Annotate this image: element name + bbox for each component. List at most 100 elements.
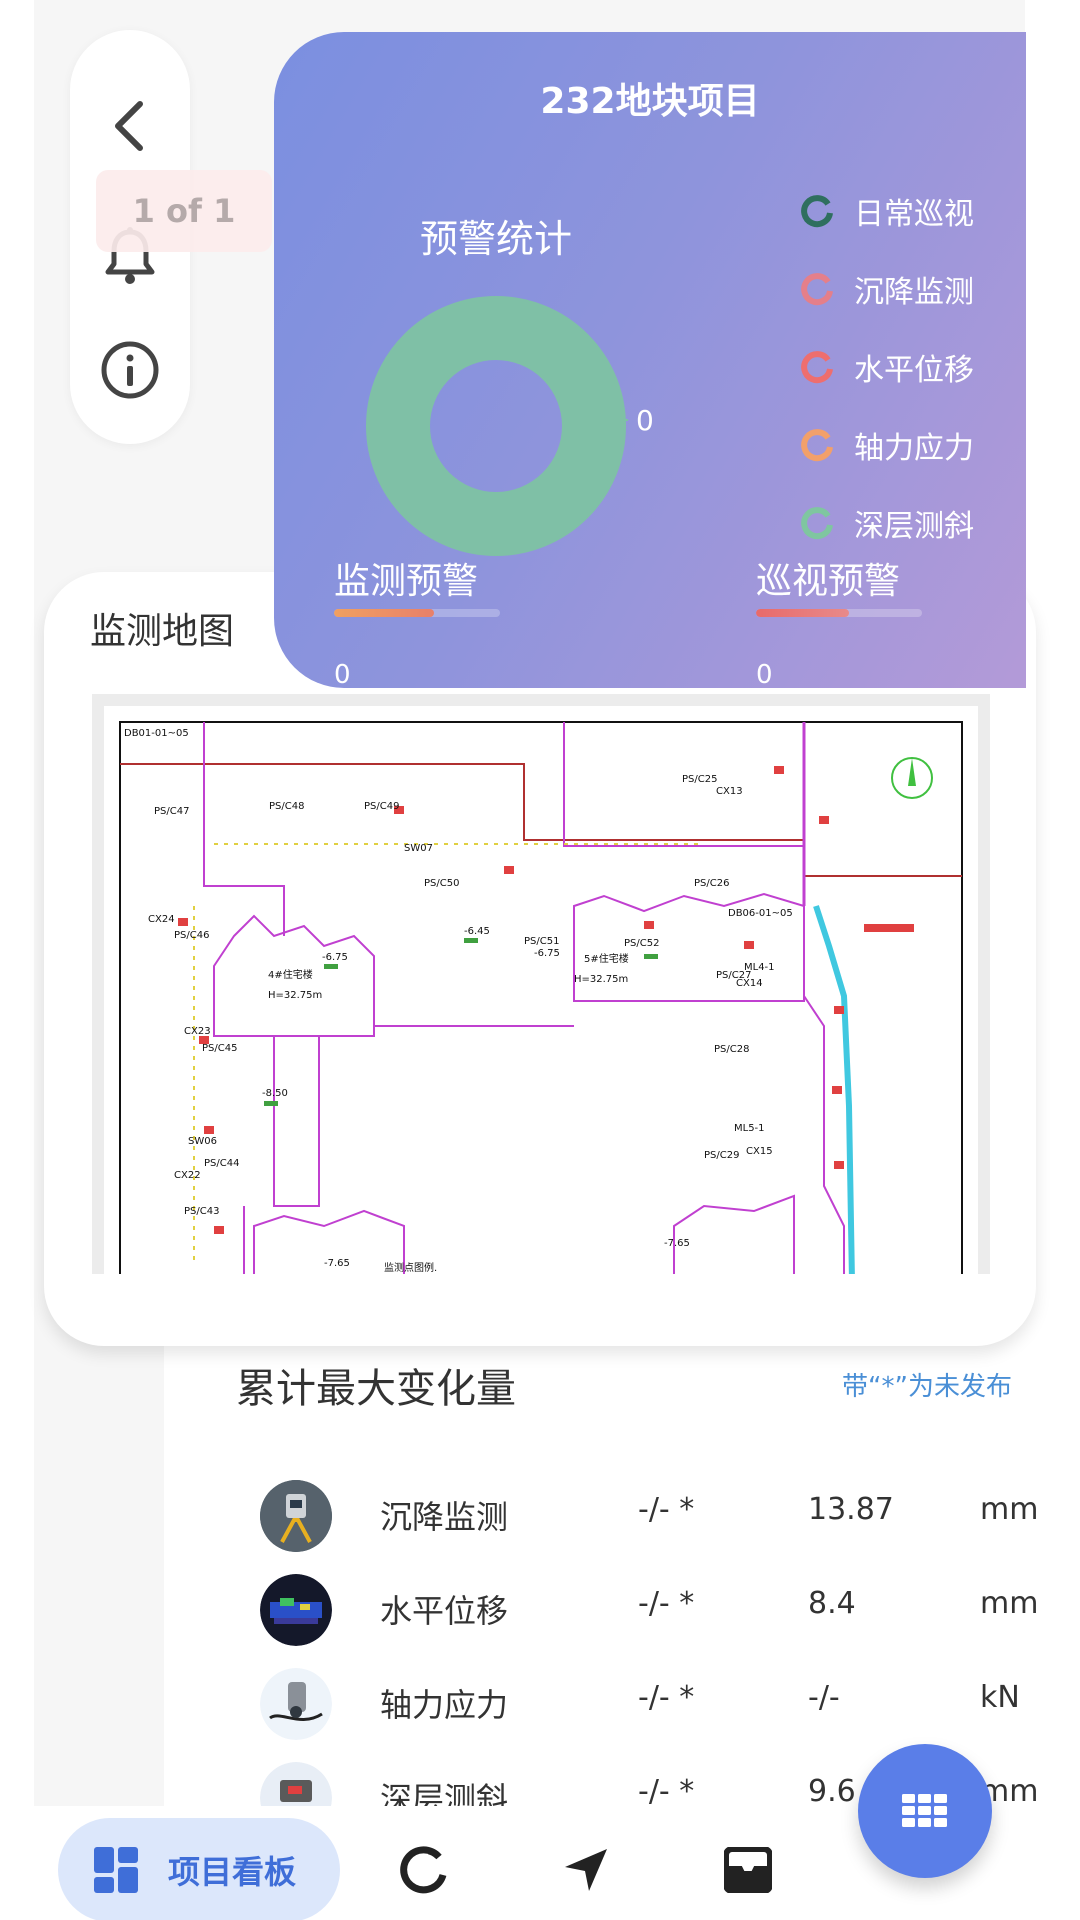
legend-label: 水平位移 [854,353,974,388]
left-margin [0,0,34,1920]
svg-text:DB01-01~05: DB01-01~05 [124,728,189,739]
ring-chart-icon [801,195,833,228]
unpublished-note: 带“*”为未发布 [842,1372,1012,1402]
item-recent: -/- * [638,1492,695,1527]
svg-text:PS/C46: PS/C46 [174,930,209,941]
donut-value-label: 0 [636,404,654,437]
svg-text:-7.65: -7.65 [664,1238,690,1249]
item-unit: mm [980,1586,1039,1621]
legend-item-routine-patrol[interactable]: 日常巡视 [800,172,974,250]
info-button[interactable] [100,340,160,400]
legend-label: 深层测斜 [854,509,974,544]
svg-text:PS/C52: PS/C52 [624,938,659,949]
legend-item-horizontal-displacement[interactable]: 水平位移 [800,328,974,406]
svg-text:-8.50: -8.50 [262,1088,288,1099]
svg-text:PS/C29: PS/C29 [704,1150,739,1161]
svg-text:ML5-1: ML5-1 [734,1123,765,1134]
nav-item-statistics[interactable] [396,1842,452,1898]
warning-donut-chart[interactable]: 0 [366,266,726,556]
svg-text:PS/C27: PS/C27 [716,970,751,981]
warning-statistics-card: 232地块项目 预警统计 0 日常巡视 沉降监测 水平位移 轴力应力 深层测斜 … [274,32,1026,688]
point-cloud-icon [260,1574,332,1646]
nav-item-project-dashboard[interactable]: 项目看板 [58,1818,340,1920]
item-name: 水平位移 [380,1592,509,1630]
svg-text:ML4-1: ML4-1 [744,962,775,973]
nav-item-inbox[interactable] [720,1842,776,1898]
monitor-warning-value: 0 [334,660,351,688]
svg-text:-7.65: -7.65 [324,1258,350,1269]
svg-text:PS/C45: PS/C45 [202,1043,237,1054]
ring-chart-icon [801,429,833,462]
legend-label: 日常巡视 [854,197,974,232]
patrol-warning-bar [756,609,922,617]
total-station-icon [260,1480,332,1552]
svg-text:PS/C28: PS/C28 [714,1044,749,1055]
section-title: 累计最大变化量 [236,1366,516,1412]
svg-text:SW06: SW06 [188,1136,217,1147]
svg-text:PS/C50: PS/C50 [424,878,459,889]
list-item[interactable]: 轴力应力 -/- * -/- kN [164,1660,1044,1740]
legend-item-axial-stress[interactable]: 轴力应力 [800,406,974,484]
item-recent: -/- * [638,1586,695,1621]
svg-text:CX13: CX13 [716,786,743,797]
grid-icon [902,1794,947,1827]
svg-text:4#住宅楼: 4#住宅楼 [268,968,313,981]
strain-gauge-icon [260,1668,332,1740]
project-title: 232地块项目 [540,81,760,122]
monitor-warning-label: 监测预警 [334,561,479,602]
nav-active-label: 项目看板 [168,1853,297,1891]
svg-text:PS/C49: PS/C49 [364,801,399,812]
ring-chart-icon [801,351,833,384]
item-name: 轴力应力 [380,1686,509,1724]
svg-text:PS/C25: PS/C25 [682,774,717,785]
svg-text:监测点图例.: 监测点图例. [384,1261,437,1274]
legend-label: 轴力应力 [854,431,974,466]
item-total: 8.4 [808,1586,856,1621]
svg-text:-6.75: -6.75 [534,948,560,959]
cumulative-change-panel: 累计最大变化量 带“*”为未发布 沉降监测 -/- * 13.87 mm 水平位… [164,1320,1044,1834]
warning-legend: 日常巡视 沉降监测 水平位移 轴力应力 深层测斜 [800,172,974,562]
svg-text:PS/C47: PS/C47 [154,806,189,817]
item-recent: -/- * [638,1774,695,1809]
svg-text:DB06-01~05: DB06-01~05 [728,908,793,919]
item-recent: -/- * [638,1680,695,1715]
back-button[interactable] [100,96,160,156]
grid-menu-button[interactable] [858,1744,992,1878]
svg-text:PS/C43: PS/C43 [184,1206,219,1217]
nav-item-location[interactable] [558,1842,614,1898]
legend-item-deep-inclination[interactable]: 深层测斜 [800,484,974,562]
item-total: -/- [808,1680,840,1715]
svg-text:CX14: CX14 [736,978,763,989]
list-item[interactable]: 水平位移 -/- * 8.4 mm [164,1566,1044,1646]
svg-text:PS/C26: PS/C26 [694,878,729,889]
patrol-warning-label: 巡视预警 [756,561,901,602]
monitor-warning-bar [334,609,500,617]
svg-text:PS/C48: PS/C48 [269,801,304,812]
inbox-icon [724,1847,772,1893]
dashboard-icon [94,1847,138,1893]
svg-text:PS/C44: PS/C44 [204,1158,239,1169]
navigation-arrow-icon [565,1849,607,1891]
donut-title: 预警统计 [420,217,573,261]
map-title: 监测地图 [90,611,235,652]
list-item[interactable]: 沉降监测 -/- * 13.87 mm [164,1472,1044,1552]
svg-text:CX22: CX22 [174,1170,201,1181]
svg-text:CX23: CX23 [184,1026,211,1037]
svg-text:PS/C51: PS/C51 [524,936,559,947]
ring-chart-icon [801,507,833,540]
item-total: 13.87 [808,1492,894,1527]
svg-text:-6.75: -6.75 [322,952,348,963]
info-icon [101,341,159,399]
patrol-warning-value: 0 [756,660,773,688]
monitoring-map-card: 监测地图 [44,572,1036,1346]
svg-text:H=32.75m: H=32.75m [574,974,628,985]
svg-text:CX15: CX15 [746,1146,773,1157]
item-total: 9.6 [808,1774,856,1809]
legend-item-settlement[interactable]: 沉降监测 [800,250,974,328]
svg-text:H=32.75m: H=32.75m [268,990,322,1001]
legend-label: 沉降监测 [854,275,974,310]
ring-chart-icon [400,1846,447,1894]
